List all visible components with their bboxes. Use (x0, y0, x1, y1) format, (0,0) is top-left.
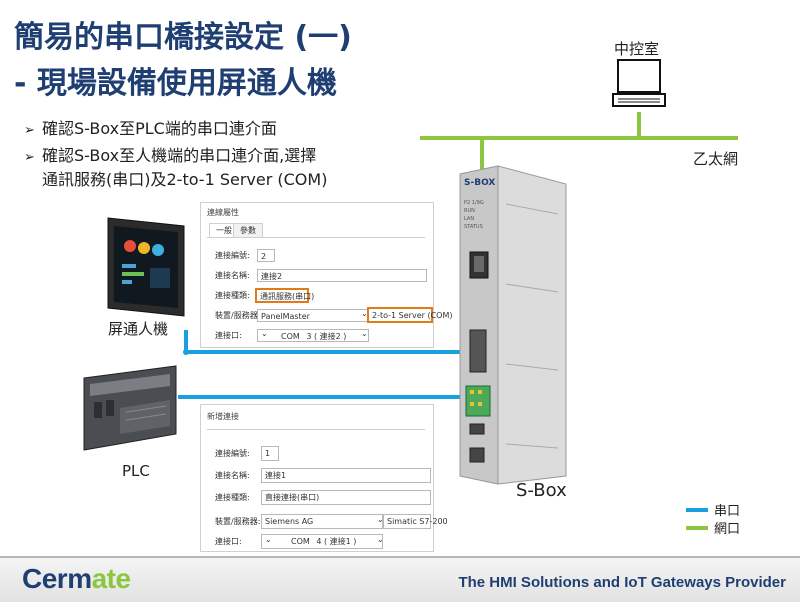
chevron-down-icon: ⌄ (377, 535, 384, 544)
slide-title: 簡易的串口橋接設定 (一) (14, 20, 352, 55)
device-server-select[interactable]: Siemens AG (261, 514, 383, 529)
sbox-brand: S-BOX (464, 178, 496, 188)
connection-type-select[interactable]: 通訊服務(串口) (255, 288, 314, 303)
port-select[interactable]: COM 4 ( 連接1 ) (261, 534, 383, 549)
field-label: 裝置/服務器: (215, 311, 261, 320)
serial-port (469, 329, 487, 373)
tab-parameters[interactable]: 參數 (233, 223, 263, 238)
hmi-device-image (107, 217, 185, 317)
sbox-port-label: STATUS (464, 224, 483, 230)
legend-label: 串口 (714, 504, 741, 519)
hmi-label: 屏通人機 (108, 320, 169, 338)
port-prefix: COM (281, 332, 300, 341)
port-value: 4 ( 連接1 ) (316, 537, 357, 546)
field-label: 連接編號: (215, 449, 250, 458)
control-room-label: 中控室 (614, 40, 660, 58)
new-connection-dialog: 新增連接 連接編號: 1 連接名稱: 連接1 連接種類: 直接連接(串口) 裝置… (200, 404, 448, 552)
field-label: 連接口: (215, 537, 242, 546)
sbox-port-label: P2 1/9G (464, 200, 484, 206)
device-server-select[interactable]: PanelMaster (257, 309, 369, 322)
bullet-item: ➢ 確認S-Box至人機端的串口連介面,選擇 (24, 142, 316, 166)
port-select[interactable]: COM 3 ( 連接2 ) (257, 329, 369, 342)
slide-subtitle: - 現場設備使用屏通人機 (14, 66, 337, 101)
plc-device-image (83, 365, 177, 451)
laptop-icon (612, 59, 666, 107)
plc-label: PLC (122, 462, 150, 480)
field-label: 連接種類: (215, 493, 250, 502)
arrow-bullet-icon: ➢ (24, 123, 35, 138)
chevron-down-icon: ⌄ (265, 535, 272, 544)
chevron-down-icon: ⌄ (361, 329, 368, 338)
device-model-select[interactable]: Simatic S7-200 (383, 514, 448, 529)
field-label: 連接名稱: (215, 471, 250, 480)
ethernet-label: 乙太網 (693, 150, 739, 168)
field-label: 連接名稱: (215, 271, 250, 280)
dialog-title: 連線屬性 (207, 208, 239, 217)
bullet-text: 確認S-Box至人機端的串口連介面,選擇 (42, 146, 317, 165)
cermate-logo: Cermate (22, 563, 131, 594)
legend-label: 網口 (714, 522, 741, 537)
bullet-continuation: 通訊服務(串口)及2-to-1 Server (COM) (42, 170, 328, 189)
footer-tagline: The HMI Solutions and IoT Gateways Provi… (458, 574, 786, 591)
chevron-down-icon: ⌄ (261, 329, 268, 338)
network-swatch (686, 526, 708, 530)
usb-port (469, 423, 485, 435)
chevron-down-icon: ⌄ (377, 515, 384, 524)
serial-swatch (686, 508, 708, 512)
connection-number-field[interactable]: 2 (257, 249, 275, 262)
arrow-bullet-icon: ➢ (24, 150, 35, 165)
dialog-title: 新增連接 (207, 412, 239, 421)
connection-name-field[interactable]: 連接2 (257, 269, 427, 282)
connection-type-select[interactable]: 直接連接(串口) (261, 490, 431, 505)
field-label: 連接編號: (215, 251, 250, 260)
field-label: 連接種類: (215, 291, 250, 300)
usb-b-port (469, 447, 485, 463)
sbox-port-label: RUN (464, 208, 475, 214)
footer-bar (0, 556, 800, 602)
field-label: 連接口: (215, 331, 242, 340)
sbox-port-label: LAN (464, 216, 475, 222)
field-label: 裝置/服務器: (215, 517, 261, 526)
chevron-down-icon: ⌄ (361, 309, 368, 318)
sbox-label: S-Box (516, 480, 567, 501)
connection-properties-dialog: 連線屬性 一般 參數 連接編號: 2 連接名稱: 連接2 連接種類: 通訊服務(… (200, 202, 452, 348)
bullet-text: 確認S-Box至PLC端的串口連介面 (42, 119, 277, 138)
server-mode-select[interactable]: 2-to-1 Server (COM) (367, 307, 452, 323)
port-value: 3 ( 連接2 ) (306, 332, 347, 341)
bullet-item: ➢ 確認S-Box至PLC端的串口連介面 (24, 115, 277, 139)
port-prefix: COM (291, 537, 310, 546)
sbox-device-image: S-BOX P2 1/9G RUN LAN STATUS (458, 164, 568, 485)
connection-name-field[interactable]: 連接1 (261, 468, 431, 483)
connection-number-field[interactable]: 1 (261, 446, 279, 461)
